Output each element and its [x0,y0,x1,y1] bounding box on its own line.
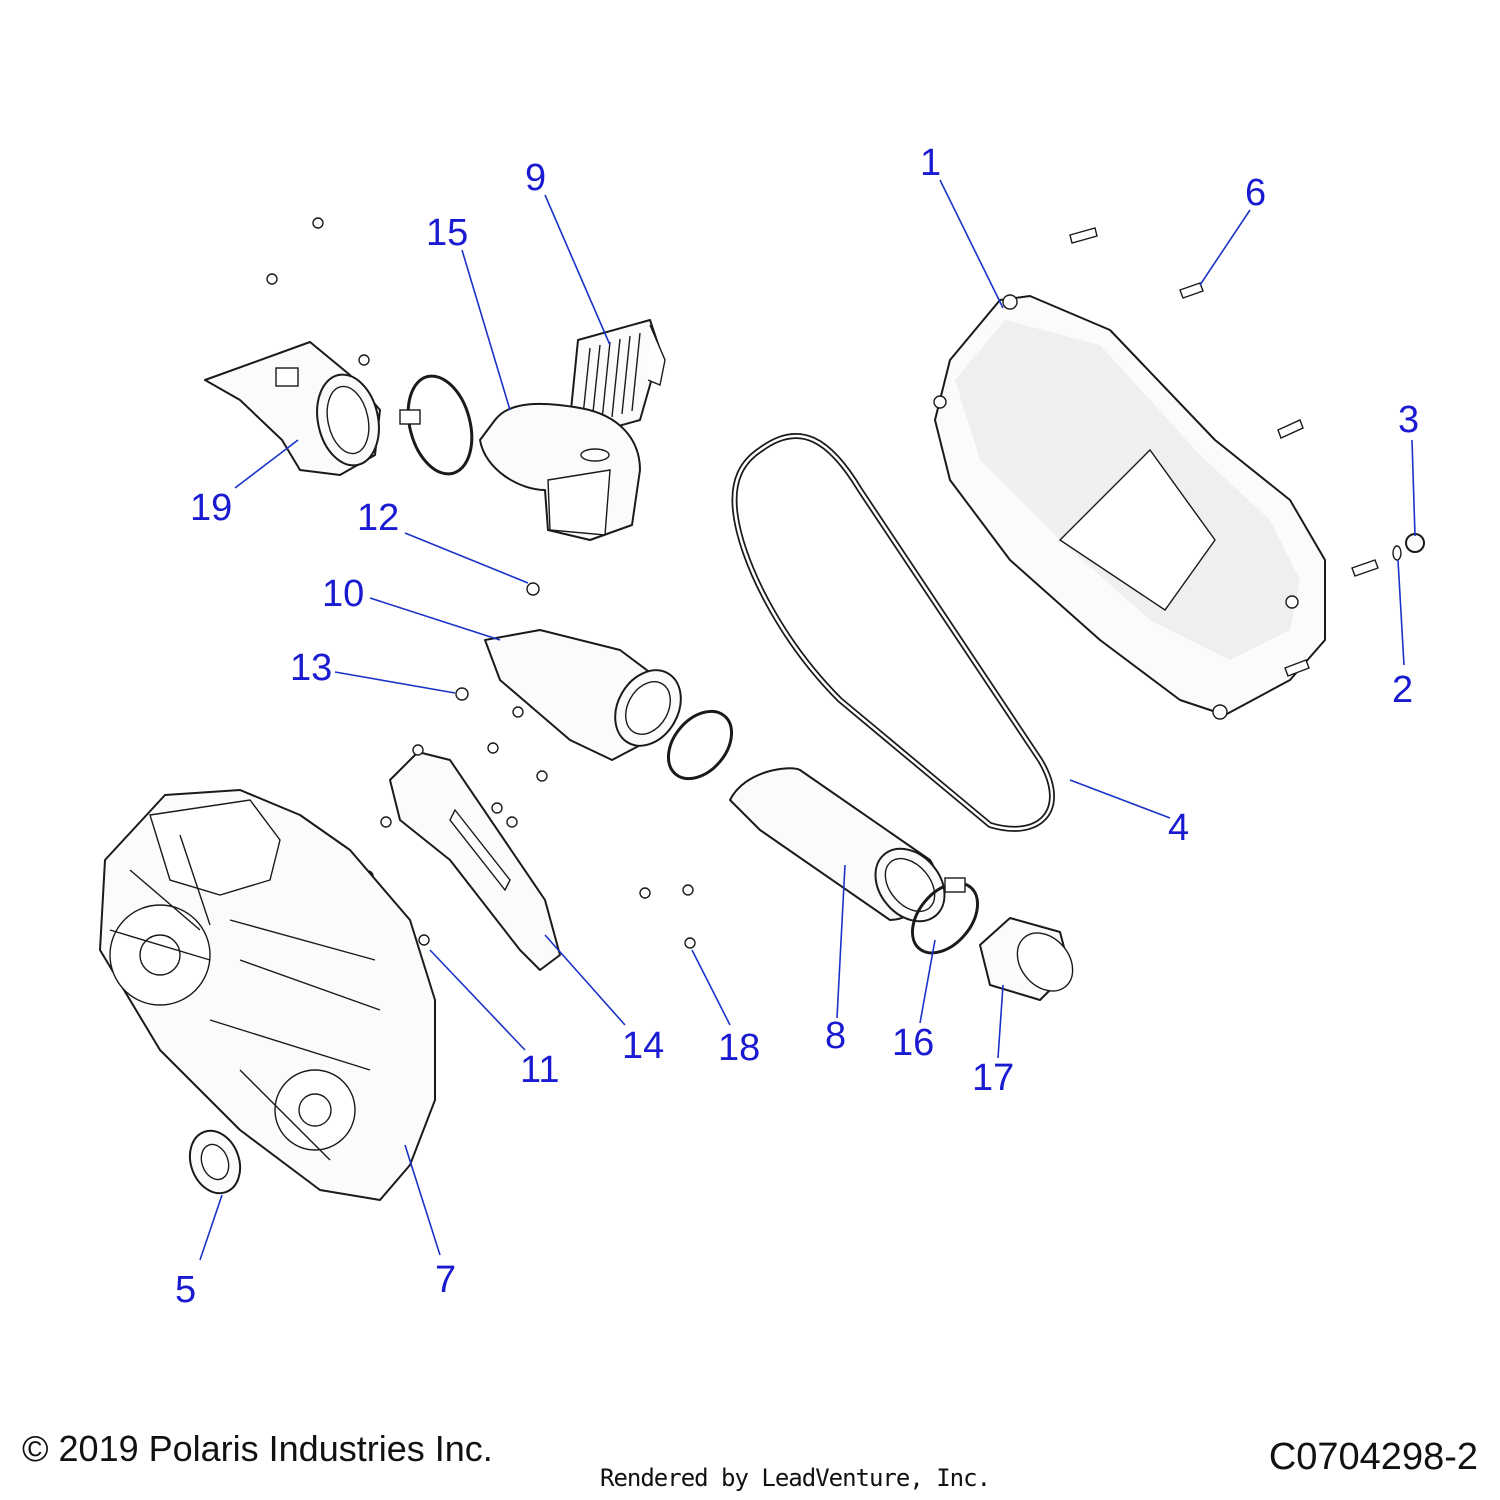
cover-bolts [1069,227,1379,677]
callout-10: 10 [322,573,364,615]
leader-lines [199,179,1416,1261]
callout-19: 19 [190,487,232,529]
duct-bolts [266,217,370,366]
hose-clamp-upper [399,374,474,476]
callout-15: 15 [426,212,468,254]
callout-14: 14 [622,1025,664,1067]
callout-12: 12 [357,497,399,539]
intake-elbow-duct [479,402,641,541]
exhaust-tube [729,767,946,923]
outer-clutch-cover [933,294,1326,720]
inner-clutch-cover [99,789,436,1201]
callout-17: 17 [972,1057,1014,1099]
callout-labels: 1 2 3 4 5 6 7 8 9 10 11 12 13 14 15 16 1… [175,142,1419,1311]
callout-9: 9 [525,157,546,199]
nut-13 [455,687,469,701]
callout-5: 5 [175,1269,196,1311]
callout-7: 7 [435,1259,456,1301]
callout-16: 16 [892,1022,934,1064]
callout-1: 1 [920,142,941,184]
duct-coupler [979,917,1074,1001]
callout-8: 8 [825,1015,846,1057]
hose-clamp-middle [666,709,734,781]
callout-2: 2 [1392,669,1413,711]
bolt-12 [526,582,540,596]
air-intake-duct [204,341,381,476]
mounting-bracket [389,751,561,971]
rendered-by-credit: Rendered by LeadVenture, Inc. [600,1464,991,1492]
nut-and-washer [1392,533,1425,561]
callout-11: 11 [520,1049,559,1091]
drive-belt [731,432,1055,832]
callout-4: 4 [1168,807,1189,849]
copyright-notice: © 2019 Polaris Industries Inc. [22,1428,493,1469]
seal-ring [188,1129,242,1195]
callout-18: 18 [718,1027,760,1069]
hose-clamp-lower [910,877,980,955]
callout-13: 13 [290,647,332,689]
callout-6: 6 [1245,172,1266,214]
outlet-duct [484,629,682,761]
callout-3: 3 [1398,399,1419,441]
figure-id: C0704298-2 [1268,1436,1478,1478]
